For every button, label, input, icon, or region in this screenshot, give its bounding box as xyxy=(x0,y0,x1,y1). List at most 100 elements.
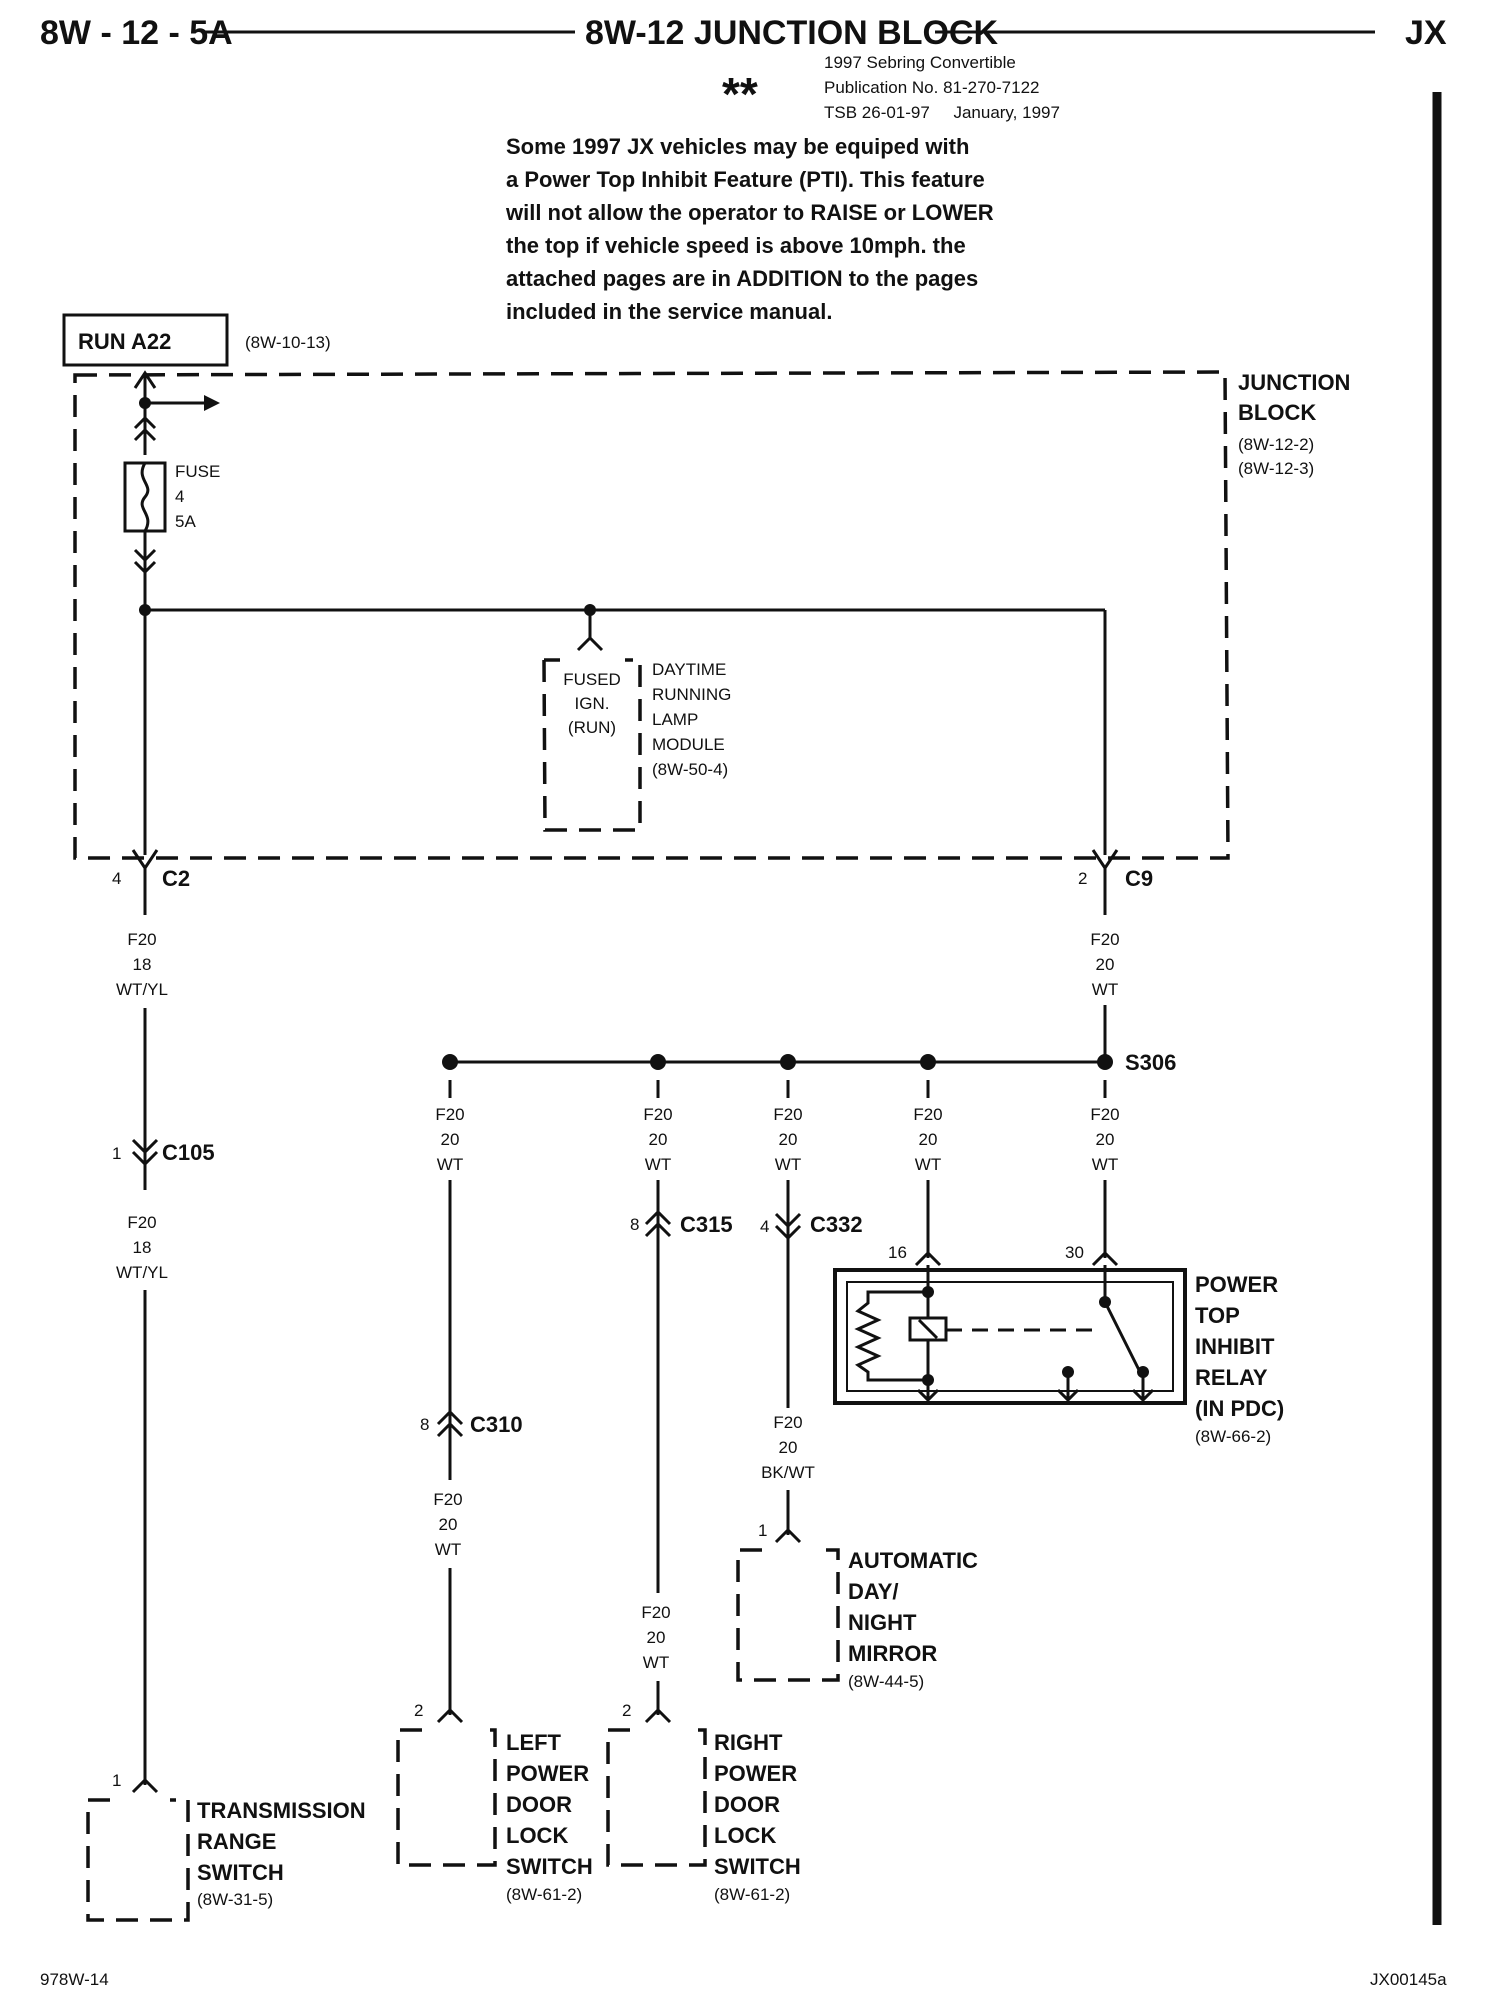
mirror-connector-symbol xyxy=(774,1527,802,1544)
mirror-label-line: AUTOMATIC xyxy=(848,1548,978,1573)
drl-connector-symbol xyxy=(576,635,604,652)
s306-label: S306 xyxy=(1125,1050,1176,1075)
wire-label-line: 20 xyxy=(439,1515,458,1534)
left-lock-label-line: POWER xyxy=(506,1761,589,1786)
drl-pin-line: FUSED xyxy=(563,670,621,689)
relay-ref: (8W-66-2) xyxy=(1195,1427,1271,1446)
c315-label: C315 xyxy=(680,1212,733,1237)
drl-label-line: DAYTIME xyxy=(652,660,726,679)
wire-label-backdrop xyxy=(632,1593,682,1681)
wire-label-line: 20 xyxy=(779,1438,798,1457)
wire-label-line: 18 xyxy=(133,955,152,974)
wire-label-line: WT xyxy=(915,1155,941,1174)
fuse-top-terminal xyxy=(133,415,157,430)
c315-pin: 8 xyxy=(630,1215,639,1234)
footer-left: 978W-14 xyxy=(40,1970,109,1989)
fuse-element-icon xyxy=(140,462,150,532)
mirror-ref: (8W-44-5) xyxy=(848,1672,924,1691)
wire-label-line: F20 xyxy=(643,1105,672,1124)
wire-label-line: 20 xyxy=(1096,955,1115,974)
note-line: will not allow the operator to RAISE or … xyxy=(505,200,994,225)
wire-label-line: 20 xyxy=(779,1130,798,1149)
wire-label-line: F20 xyxy=(1090,930,1119,949)
c310-connector-symbol xyxy=(436,1421,464,1438)
trs-label: TRANSMISSION RANGE SWITCH (8W-31-5) xyxy=(197,1798,366,1909)
right-lock-label-line: SWITCH xyxy=(714,1854,801,1879)
drl-module-label: DAYTIME RUNNING LAMP MODULE (8W-50-4) xyxy=(652,660,731,779)
c105-pin: 1 xyxy=(112,1144,121,1163)
wire-label-line: WT xyxy=(1092,1155,1118,1174)
wire-label-right-lock: F20 20 WT xyxy=(641,1603,670,1672)
drl-pin-line: (RUN) xyxy=(568,718,616,737)
trs-connector-symbol xyxy=(131,1777,159,1794)
wire-label-line: F20 xyxy=(1090,1105,1119,1124)
fuse-top-terminal xyxy=(133,427,157,442)
left-lock-label-line: SWITCH xyxy=(506,1854,593,1879)
relay-label: POWER TOP INHIBIT RELAY (IN PDC) (8W-66-… xyxy=(1195,1272,1284,1446)
c9-pin: 2 xyxy=(1078,869,1087,888)
mirror-outline xyxy=(736,1548,840,1682)
footer-right: JX00145a xyxy=(1370,1970,1447,1989)
drl-label-line: RUNNING xyxy=(652,685,731,704)
relay-body-inner xyxy=(846,1281,1174,1392)
note-line: a Power Top Inhibit Feature (PTI). This … xyxy=(506,167,985,192)
relay-label-line: POWER xyxy=(1195,1272,1278,1297)
c332-pin: 4 xyxy=(760,1217,769,1236)
relay-switch-arm xyxy=(1103,1301,1142,1373)
drl-module-outline xyxy=(542,658,642,832)
wire-label-line: F20 xyxy=(127,1213,156,1232)
right-lock-label-line: DOOR xyxy=(714,1792,780,1817)
trs-ref: (8W-31-5) xyxy=(197,1890,273,1909)
right-lock-ref: (8W-61-2) xyxy=(714,1885,790,1904)
pub-line: TSB 26-01-97 January, 1997 xyxy=(824,103,1060,122)
note-line: attached pages are in ADDITION to the pa… xyxy=(506,266,978,291)
wire-label-line: F20 xyxy=(435,1105,464,1124)
drl-label-line: (8W-50-4) xyxy=(652,760,728,779)
wire-label-wtyl-upper: F20 18 WT/YL xyxy=(116,930,168,999)
c310-connector-symbol xyxy=(436,1409,464,1426)
relay-label-line: TOP xyxy=(1195,1303,1240,1328)
wire-label-line: 20 xyxy=(647,1628,666,1647)
drl-label-line: MODULE xyxy=(652,735,725,754)
junction-block-outline xyxy=(73,370,1230,860)
c332-connector-symbol xyxy=(774,1212,802,1229)
left-lock-label-line: LOCK xyxy=(506,1823,568,1848)
wire-label-line: WT xyxy=(437,1155,463,1174)
relay-label-line: (IN PDC) xyxy=(1195,1396,1284,1421)
wire-label-line: F20 xyxy=(433,1490,462,1509)
wire-label-line: WT xyxy=(645,1155,671,1174)
mirror-label-line: MIRROR xyxy=(848,1641,937,1666)
c310-pin: 8 xyxy=(420,1415,429,1434)
c9-label: C9 xyxy=(1125,866,1153,891)
branch-wire-labels: F20 20 WT F20 20 WT F20 20 WT F20 20 WT … xyxy=(435,1080,1120,1174)
mirror-label: AUTOMATIC DAY/ NIGHT MIRROR (8W-44-5) xyxy=(848,1548,978,1691)
left-lock-ref: (8W-61-2) xyxy=(506,1885,582,1904)
splice-dot xyxy=(920,1054,936,1070)
drl-label-line: LAMP xyxy=(652,710,698,729)
c2-pin: 4 xyxy=(112,869,121,888)
splice-dot xyxy=(650,1054,666,1070)
jb-label-line: (8W-12-3) xyxy=(1238,459,1314,478)
vehicle-code: JX xyxy=(1405,14,1447,52)
wire-label-line: F20 xyxy=(773,1105,802,1124)
left-lock-pin: 2 xyxy=(414,1701,423,1720)
mirror-pin: 1 xyxy=(758,1521,767,1540)
c315-connector-symbol xyxy=(644,1221,672,1238)
wire-label-line: WT/YL xyxy=(116,1263,168,1282)
c2-label: C2 xyxy=(162,866,190,891)
revision-stars: ** xyxy=(722,68,758,120)
right-lock-label-line: POWER xyxy=(714,1761,797,1786)
wire-label-line: 20 xyxy=(919,1130,938,1149)
jb-label-line: (8W-12-2) xyxy=(1238,435,1314,454)
relay-pin30-connector-symbol xyxy=(1091,1250,1119,1267)
wire-label-line: BK/WT xyxy=(761,1463,815,1482)
wire-label-line: WT xyxy=(775,1155,801,1174)
page-number: 8W - 12 - 5A xyxy=(40,14,233,52)
c105-label: C105 xyxy=(162,1140,215,1165)
jb-label-line: JUNCTION xyxy=(1238,370,1350,395)
relay-label-line: RELAY xyxy=(1195,1365,1268,1390)
fuse-label-line: FUSE xyxy=(175,462,220,481)
splice-dot xyxy=(442,1054,458,1070)
right-lock-switch-outline xyxy=(606,1728,707,1867)
